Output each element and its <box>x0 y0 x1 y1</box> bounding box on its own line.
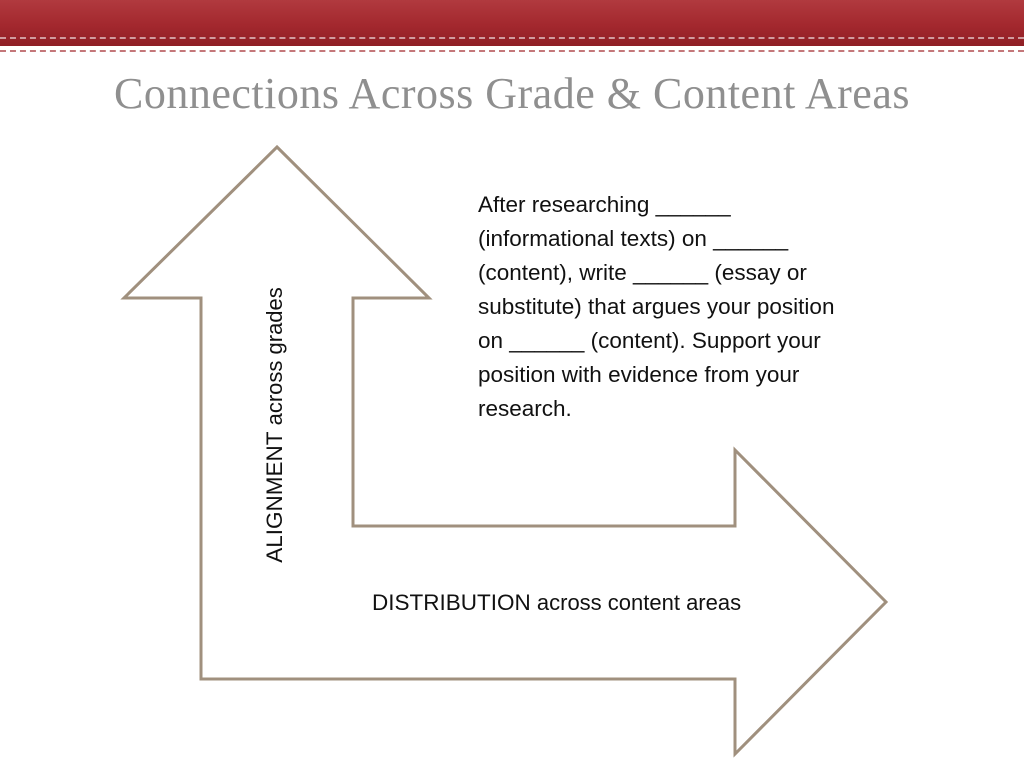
alignment-label: ALIGNMENT across grades <box>262 287 288 563</box>
bent-arrow-shape <box>120 144 889 758</box>
task-prompt-text: After researching ______ (informational … <box>478 188 918 426</box>
prompt-line: position with evidence from your <box>478 362 800 387</box>
prompt-line: substitute) that argues your position <box>478 294 835 319</box>
alignment-label-lead: ALIGNMENT <box>262 431 287 563</box>
distribution-label: DISTRIBUTION across content areas <box>372 590 741 616</box>
prompt-line: (content), write ______ (essay or <box>478 260 807 285</box>
header-stitch-top <box>0 37 1024 39</box>
distribution-label-rest: across content areas <box>530 590 742 615</box>
distribution-label-lead: DISTRIBUTION <box>372 590 531 615</box>
alignment-label-rest: across grades <box>262 287 287 432</box>
header-stitch-bottom <box>0 50 1024 52</box>
slide-title: Connections Across Grade & Content Areas <box>114 69 910 118</box>
prompt-line: on ______ (content). Support your <box>478 328 821 353</box>
prompt-line: After researching ______ <box>478 192 731 217</box>
prompt-line: (informational texts) on ______ <box>478 226 789 251</box>
prompt-line: research. <box>478 396 572 421</box>
